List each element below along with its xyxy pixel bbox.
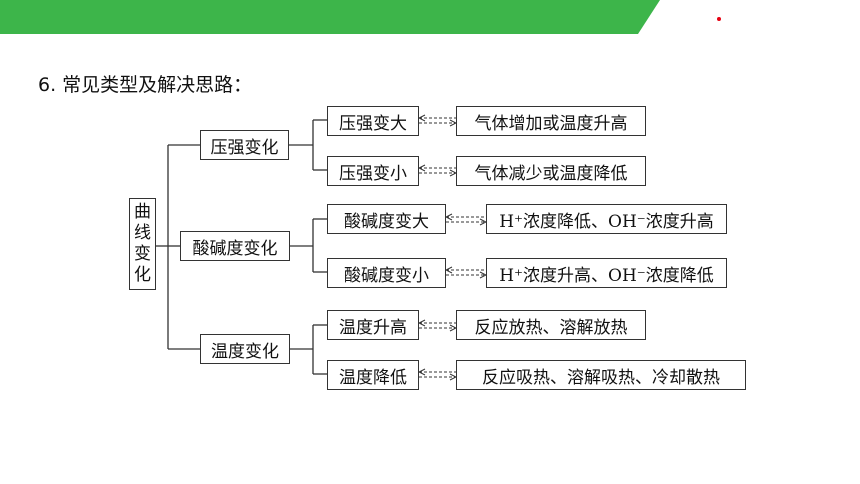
branch-temperature: 温度变化 [200, 334, 290, 364]
result-pressure-down: 气体减少或温度降低 [456, 156, 646, 186]
result-acidity-down: H⁺浓度升高、OH⁻浓度降低 [486, 258, 727, 288]
branch-acidity: 酸碱度变化 [180, 231, 290, 261]
result-temperature-up: 反应放热、溶解放热 [456, 310, 646, 340]
root-node: 曲 线 变 化 [129, 198, 156, 290]
root-char: 曲 [134, 202, 151, 222]
result-acidity-up: H⁺浓度降低、OH⁻浓度升高 [486, 204, 727, 234]
root-char: 变 [134, 244, 151, 264]
cause-acidity-down: 酸碱度变小 [327, 258, 446, 288]
cause-pressure-up: 压强变大 [327, 106, 419, 136]
cause-temperature-down: 温度降低 [327, 360, 419, 390]
root-char: 化 [134, 265, 151, 285]
result-pressure-up: 气体增加或温度升高 [456, 106, 646, 136]
header-banner [0, 0, 660, 34]
root-char: 线 [134, 223, 151, 243]
cause-temperature-up: 温度升高 [327, 310, 419, 340]
result-temperature-down: 反应吸热、溶解吸热、冷却散热 [456, 360, 746, 390]
cause-acidity-up: 酸碱度变大 [327, 204, 446, 234]
section-heading: 6. 常见类型及解决思路： [38, 74, 253, 96]
branch-pressure: 压强变化 [200, 130, 289, 160]
accent-dot [717, 17, 721, 21]
cause-pressure-down: 压强变小 [327, 156, 419, 186]
